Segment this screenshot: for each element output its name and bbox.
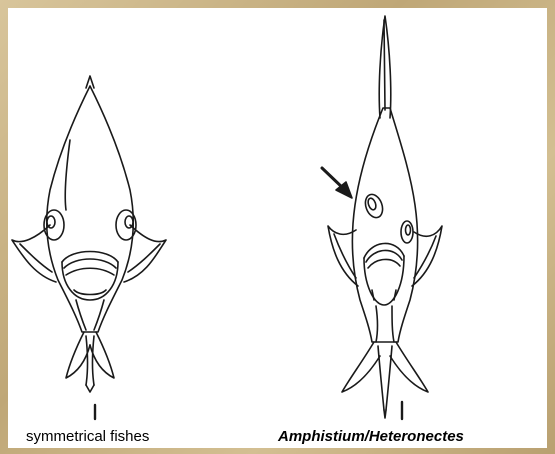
arrow-icon	[322, 168, 352, 198]
amphistium-fish-drawing	[328, 16, 442, 419]
caption-symmetrical-fishes: symmetrical fishes	[26, 428, 149, 446]
symmetrical-fish-drawing	[12, 76, 166, 419]
caption-amphistium-heteronectes: Amphistium/Heteronectes	[278, 428, 464, 446]
